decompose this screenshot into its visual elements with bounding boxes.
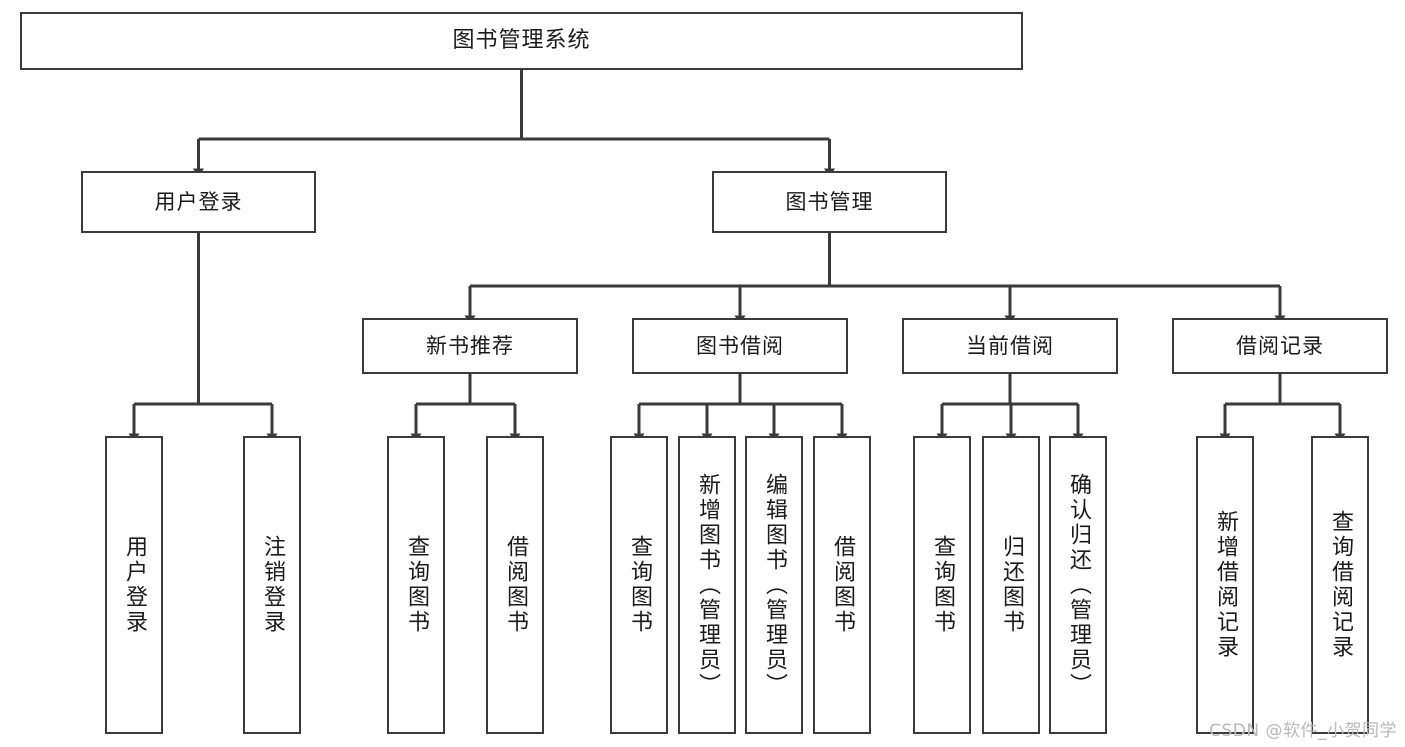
node-l6[interactable]: 新增图书（管理员）: [678, 436, 736, 734]
node-l13[interactable]: 查询借阅记录: [1311, 436, 1369, 734]
node-label: 新增图书（管理员）: [695, 472, 720, 698]
node-l2[interactable]: 注销登录: [243, 436, 301, 734]
node-l12[interactable]: 新增借阅记录: [1196, 436, 1254, 734]
node-borrow[interactable]: 图书借阅: [632, 318, 848, 374]
node-l8[interactable]: 借阅图书: [813, 436, 871, 734]
node-newrec[interactable]: 新书推荐: [362, 318, 578, 374]
node-records[interactable]: 借阅记录: [1172, 318, 1388, 374]
node-label: 归还图书: [999, 535, 1024, 635]
node-l1[interactable]: 用户登录: [105, 436, 163, 734]
node-label: 用户登录: [122, 535, 147, 635]
node-root[interactable]: 图书管理系统: [20, 12, 1023, 70]
node-l7[interactable]: 编辑图书（管理员）: [745, 436, 803, 734]
node-l9[interactable]: 查询图书: [913, 436, 971, 734]
node-label: 注销登录: [260, 535, 285, 635]
node-l10[interactable]: 归还图书: [982, 436, 1040, 734]
node-label: 查询图书: [930, 535, 955, 635]
node-login[interactable]: 用户登录: [81, 171, 316, 233]
csdn-watermark: CSDN @软件_小贺同学: [1209, 721, 1397, 741]
node-label: 借阅记录: [1236, 333, 1324, 358]
node-label: 编辑图书（管理员）: [762, 472, 787, 698]
node-bookmgmt[interactable]: 图书管理: [712, 171, 947, 233]
node-label: 确认归还（管理员）: [1066, 472, 1091, 698]
node-current[interactable]: 当前借阅: [902, 318, 1118, 374]
node-label: 图书借阅: [696, 333, 784, 358]
node-l4[interactable]: 借阅图书: [486, 436, 544, 734]
node-label: 查询图书: [627, 535, 652, 635]
node-label: 借阅图书: [503, 535, 528, 635]
node-label: 新书推荐: [426, 333, 514, 358]
node-l3[interactable]: 查询图书: [387, 436, 445, 734]
node-label: 查询借阅记录: [1328, 510, 1353, 660]
node-label: 借阅图书: [830, 535, 855, 635]
node-label: 用户登录: [154, 189, 243, 214]
node-label: 图书管理: [785, 189, 874, 214]
node-label: 新增借阅记录: [1213, 510, 1238, 660]
node-label: 当前借阅: [966, 333, 1054, 358]
node-label: 图书管理系统: [452, 28, 591, 54]
node-label: 查询图书: [404, 535, 429, 635]
node-l11[interactable]: 确认归还（管理员）: [1049, 436, 1107, 734]
node-l5[interactable]: 查询图书: [610, 436, 668, 734]
